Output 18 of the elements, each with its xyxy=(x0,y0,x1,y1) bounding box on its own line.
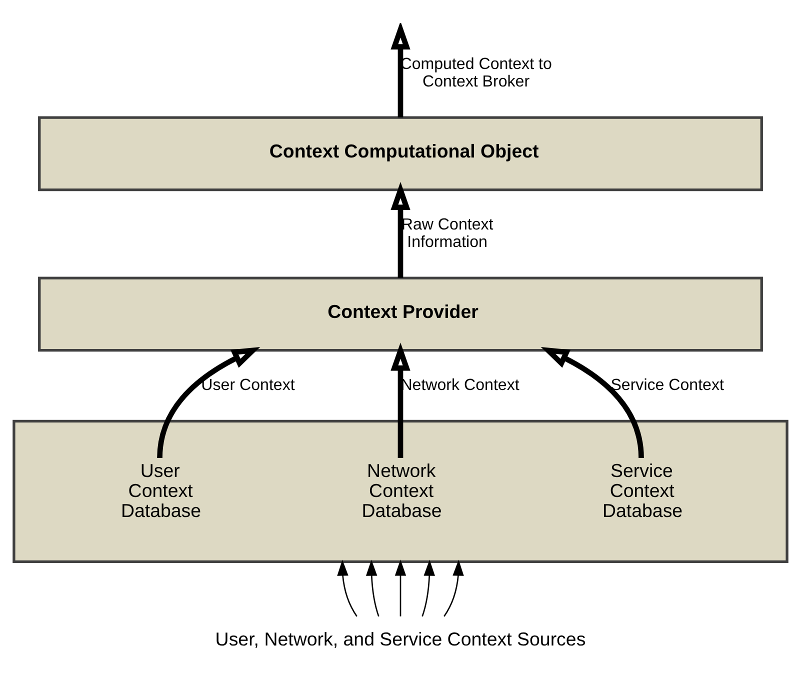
arrow xyxy=(394,560,406,616)
node-box: Context Provider xyxy=(38,276,763,352)
edge-label: User Context xyxy=(201,376,295,394)
arrow xyxy=(366,560,380,617)
arrow xyxy=(390,342,410,458)
edge-label: Computed Context to Context Broker xyxy=(400,54,552,90)
node-box: User Context Database Network Context Database Service Context Database xyxy=(12,420,788,563)
edge-label: Service Context xyxy=(610,376,724,394)
arrow xyxy=(390,23,410,118)
arrow xyxy=(540,347,644,458)
arrow xyxy=(337,560,358,617)
arrow xyxy=(422,560,436,617)
arrow xyxy=(157,347,260,458)
edge-label: Raw Context Information xyxy=(401,215,494,251)
node-text: User, Network, and Service Context Sources xyxy=(215,628,586,650)
arrow xyxy=(390,182,410,278)
node-box: Context Computational Object xyxy=(38,116,763,192)
arrow xyxy=(444,560,464,617)
